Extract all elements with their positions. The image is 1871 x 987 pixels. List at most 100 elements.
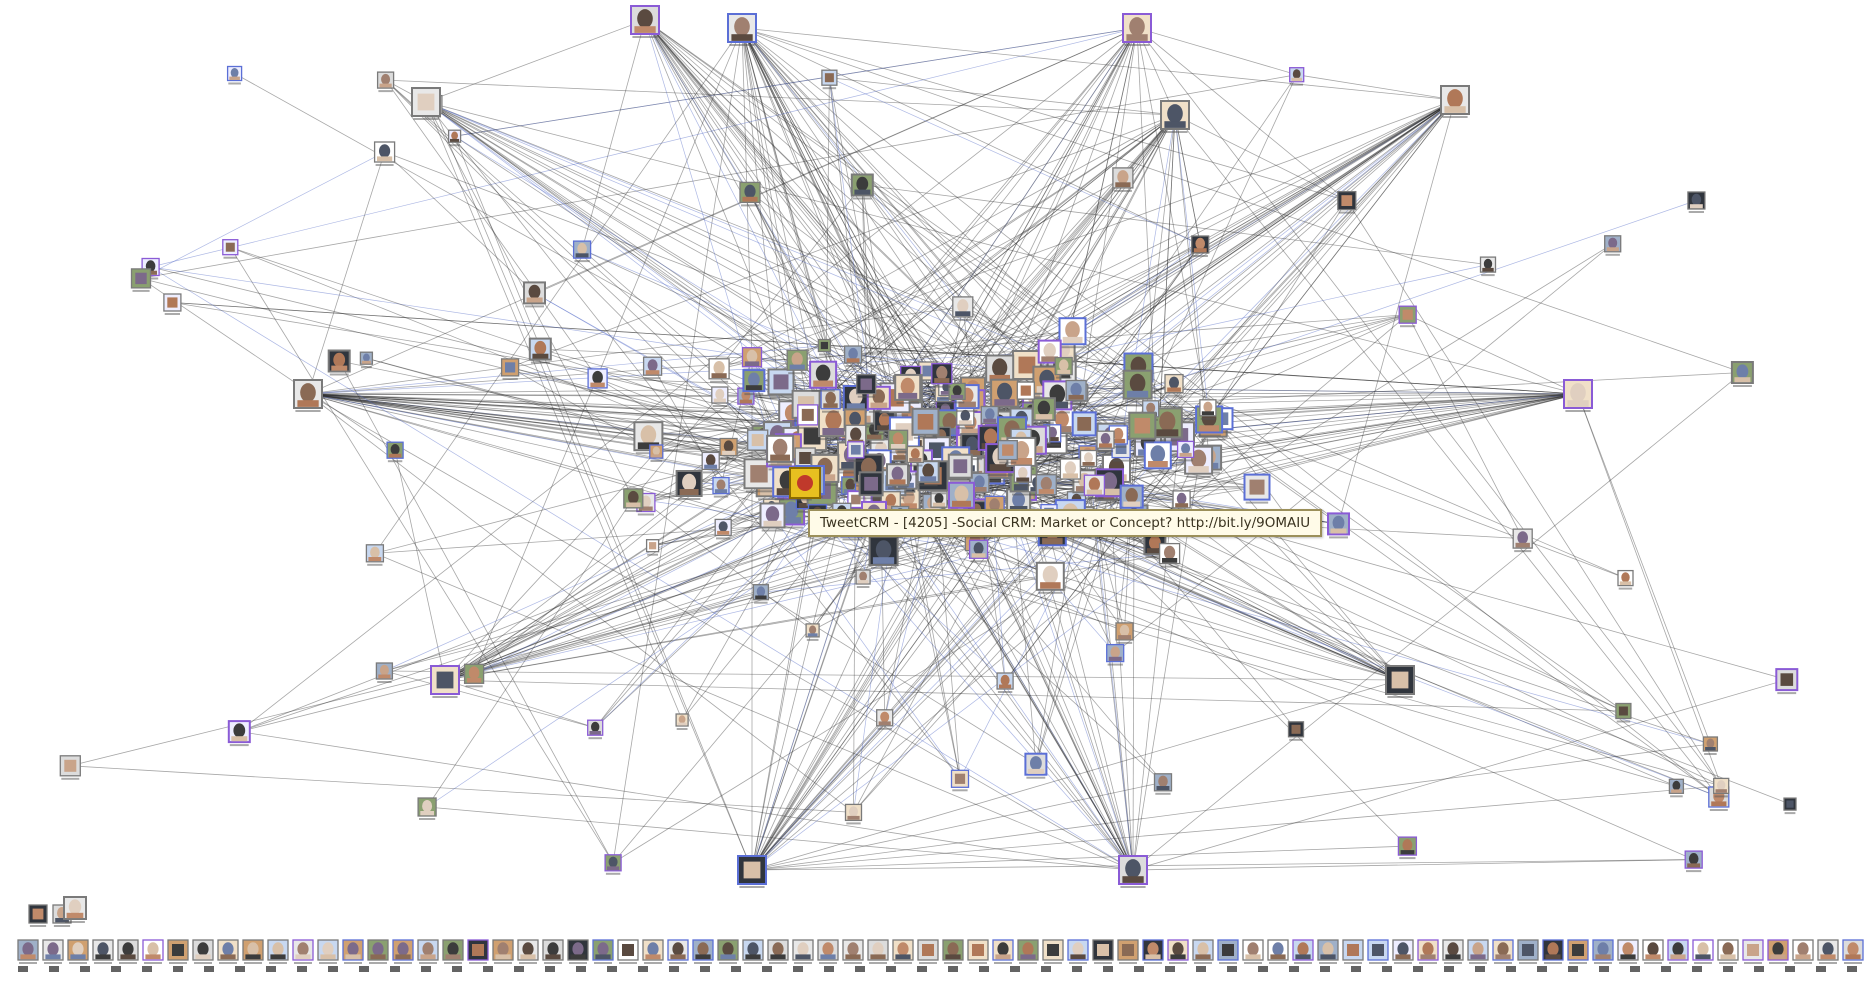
graph-node[interactable] (359, 351, 374, 369)
graph-node[interactable] (1337, 190, 1357, 214)
graph-node[interactable] (1713, 777, 1730, 798)
isolate-node[interactable] (1103, 966, 1113, 972)
isolate-node[interactable] (1292, 939, 1314, 964)
isolate-node[interactable] (967, 939, 989, 964)
isolate-node[interactable] (1320, 966, 1330, 972)
graph-node[interactable] (375, 662, 394, 683)
graph-node[interactable] (868, 536, 899, 570)
isolate-node[interactable] (1382, 966, 1392, 972)
graph-node[interactable] (1172, 490, 1191, 512)
isolate-node[interactable] (266, 966, 276, 972)
graph-node[interactable] (1164, 373, 1184, 397)
graph-node[interactable] (1058, 317, 1087, 349)
isolate-node[interactable] (292, 939, 314, 964)
isolate-node[interactable] (1467, 939, 1489, 964)
isolate-node[interactable] (607, 966, 617, 972)
isolate-node[interactable] (576, 966, 586, 972)
graph-node[interactable] (855, 569, 871, 588)
isolate-node[interactable] (1267, 939, 1289, 964)
isolate-node[interactable] (28, 904, 48, 927)
graph-node[interactable] (980, 405, 999, 428)
isolate-node[interactable] (1342, 939, 1364, 964)
isolate-node[interactable] (1842, 939, 1864, 964)
isolate-node[interactable] (1444, 966, 1454, 972)
graph-node[interactable] (711, 386, 729, 407)
graph-node[interactable] (1059, 458, 1082, 483)
isolate-node[interactable] (192, 939, 214, 964)
isolate-node[interactable] (483, 966, 493, 972)
graph-node[interactable] (948, 382, 966, 404)
isolate-node[interactable] (1351, 966, 1361, 972)
graph-node[interactable] (844, 803, 863, 825)
graph-node[interactable] (163, 293, 182, 315)
graph-node[interactable] (1031, 397, 1056, 425)
graph-node[interactable] (766, 434, 795, 466)
graph-node[interactable] (386, 441, 404, 463)
graph-node[interactable] (1398, 305, 1417, 328)
isolate-node[interactable] (417, 939, 439, 964)
isolate-node[interactable] (1592, 939, 1614, 964)
graph-node[interactable] (1730, 361, 1754, 387)
isolate-node[interactable] (111, 966, 121, 972)
graph-node[interactable] (572, 240, 592, 263)
graph-node[interactable] (365, 544, 385, 566)
graph-node[interactable] (447, 129, 462, 147)
isolate-node[interactable] (1642, 939, 1664, 964)
graph-node[interactable] (675, 713, 689, 730)
graph-node[interactable] (500, 358, 520, 380)
isolate-node[interactable] (1568, 966, 1578, 972)
isolate-node[interactable] (421, 966, 431, 972)
isolate-node[interactable] (817, 939, 839, 964)
isolate-node[interactable] (917, 939, 939, 964)
hub-node[interactable] (727, 13, 757, 46)
graph-node[interactable] (1115, 622, 1134, 644)
isolate-node[interactable] (1072, 966, 1082, 972)
graph-node[interactable] (1143, 441, 1172, 473)
graph-node[interactable] (645, 539, 660, 556)
graph-node[interactable] (1128, 411, 1157, 443)
isolate-node[interactable] (452, 966, 462, 972)
isolate-node[interactable] (638, 966, 648, 972)
graph-node[interactable] (742, 369, 766, 396)
isolate-node[interactable] (1630, 966, 1640, 972)
hub-node[interactable] (630, 5, 660, 38)
hub-node[interactable] (1122, 13, 1152, 46)
graph-node[interactable] (719, 437, 738, 460)
isolate-node[interactable] (542, 939, 564, 964)
isolate-node[interactable] (1792, 939, 1814, 964)
isolate-node[interactable] (80, 966, 90, 972)
graph-node[interactable] (1065, 379, 1087, 405)
graph-node[interactable] (886, 463, 909, 490)
graph-node[interactable] (876, 709, 894, 730)
isolate-node[interactable] (842, 939, 864, 964)
graph-node[interactable] (1199, 399, 1217, 420)
graph-node[interactable] (130, 268, 152, 292)
isolate-node[interactable] (1041, 966, 1051, 972)
graph-node[interactable] (1108, 425, 1128, 448)
isolate-node[interactable] (892, 939, 914, 964)
graph-node[interactable] (587, 368, 608, 392)
isolate-node[interactable] (92, 939, 114, 964)
isolate-node[interactable] (467, 939, 489, 964)
graph-node[interactable] (649, 444, 664, 462)
graph-node[interactable] (1684, 850, 1703, 873)
graph-node[interactable] (1071, 411, 1097, 440)
isolate-node[interactable] (142, 939, 164, 964)
isolate-node[interactable] (1142, 939, 1164, 964)
graph-node[interactable] (847, 441, 865, 462)
graph-node[interactable] (1119, 484, 1144, 512)
graph-node[interactable] (858, 471, 884, 500)
graph-node[interactable] (805, 623, 820, 641)
graph-node[interactable] (818, 406, 849, 441)
graph-node[interactable] (894, 373, 922, 404)
graph-node[interactable] (996, 672, 1014, 693)
graph-node[interactable] (1617, 569, 1634, 590)
isolate-node[interactable] (1537, 966, 1547, 972)
graph-node[interactable] (604, 854, 622, 875)
isolate-node[interactable] (328, 966, 338, 972)
isolate-node[interactable] (204, 966, 214, 972)
graph-node[interactable] (968, 539, 989, 563)
graph-node[interactable] (376, 71, 395, 93)
isolate-node[interactable] (442, 939, 464, 964)
